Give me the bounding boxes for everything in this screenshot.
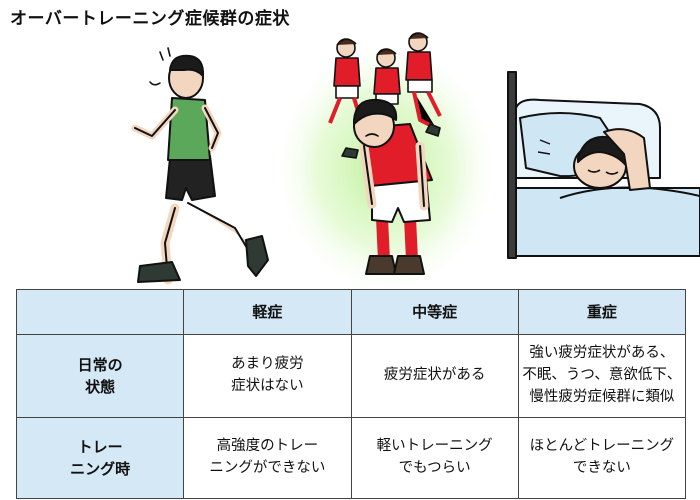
table-cell: あまり疲労 症状はない	[183, 334, 352, 418]
exhausted-athlete-icon	[353, 98, 433, 275]
row-header: 日常の 状態	[15, 334, 185, 418]
illustrations	[131, 32, 700, 290]
column-header: 重症	[517, 289, 687, 335]
table-cell: 軽いトレーニング でもつらい	[350, 417, 519, 499]
table-corner-cell	[15, 289, 185, 335]
column-header: 中等症	[350, 289, 519, 335]
background-runners-icon	[328, 32, 442, 159]
table-cell: 高強度のトレー ニングができない	[183, 417, 352, 499]
table-row: トレー ニング時 高強度のトレー ニングができない 軽いトレーニング でもつらい…	[15, 417, 687, 499]
table-row: 日常の 状態 あまり疲労 症状はない 疲労症状がある 強い疲労症状がある、 不眠…	[15, 334, 687, 418]
jogging-person-icon	[131, 47, 269, 285]
page-title: オーバートレーニング症候群の症状	[10, 9, 290, 29]
sick-in-bed-icon	[507, 71, 700, 259]
table-header-row: 軽症 中等症 重症	[15, 289, 687, 335]
table-cell: 疲労症状がある	[350, 334, 519, 418]
symptom-table: 軽症 中等症 重症 日常の 状態 あまり疲労 症状はない 疲労症状がある 強い疲…	[15, 289, 687, 499]
column-header: 軽症	[183, 289, 352, 335]
table-cell: ほとんどトレーニング できない	[517, 417, 687, 499]
table-cell: 強い疲労症状がある、 不眠、うつ、意欲低下、 慢性疲労症候群に類似	[517, 334, 687, 418]
row-header: トレー ニング時	[15, 417, 185, 499]
